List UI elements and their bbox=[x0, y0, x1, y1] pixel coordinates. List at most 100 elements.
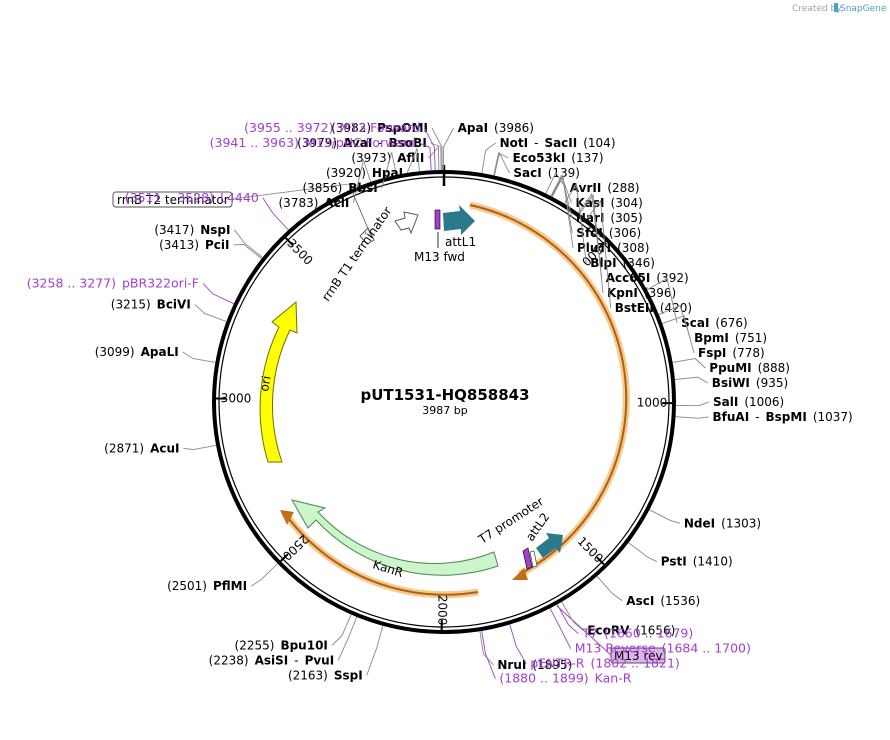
label-ecorv: EcoRV(1656) bbox=[587, 624, 675, 638]
m13rev-box: M13 rev bbox=[556, 605, 666, 664]
label-hpa: (3920)HpaI bbox=[326, 166, 403, 180]
site-acu: (2871)AcuI bbox=[104, 441, 217, 455]
rrnb-t2-leader bbox=[348, 183, 373, 239]
leader-nsp bbox=[234, 229, 263, 258]
m13fwd-feature bbox=[434, 209, 441, 230]
site-bsiw: BsiWI(935) bbox=[674, 376, 788, 390]
ori-label: ori bbox=[257, 375, 273, 393]
label-fsp: FspI(778) bbox=[698, 346, 765, 360]
label-sfo: SfoI(306) bbox=[576, 226, 641, 240]
leader-pci bbox=[233, 243, 262, 259]
label-nsp: (3417)NspI bbox=[154, 223, 230, 237]
site-bfu: BfuAI-BspMI(1037) bbox=[675, 410, 853, 424]
credit: Created by SnapGene bbox=[792, 3, 887, 14]
label-nru: NruI(1895) bbox=[497, 658, 572, 672]
leader-saci bbox=[493, 151, 510, 176]
site-t7: T7(1660 .. 1679) bbox=[556, 604, 693, 641]
tick-label-2000: 2000 bbox=[435, 595, 449, 626]
leader-blp bbox=[563, 182, 587, 264]
label-nar: NarI(305) bbox=[576, 211, 643, 225]
site-nar: NarI(305) bbox=[550, 174, 643, 225]
leader-fsp bbox=[662, 315, 695, 354]
tick-1500 bbox=[596, 556, 605, 566]
track-right-core bbox=[469, 204, 628, 575]
attl1-label: attL1 bbox=[445, 235, 476, 249]
attl2-feature bbox=[536, 533, 563, 558]
site-pci: (3413)PciI bbox=[159, 238, 262, 259]
label-apal: (3099)ApaLI bbox=[95, 345, 179, 359]
site-fsp: FspI(778) bbox=[662, 315, 765, 360]
site-asc: AscI(1536) bbox=[596, 576, 700, 608]
site-asis: (2238)AsiSI-PvuI bbox=[209, 616, 358, 667]
m13fwd-label: M13 fwd bbox=[414, 250, 465, 264]
primer-sites: (3955 .. 3972)M13 Forward(3941 .. 3963)M… bbox=[27, 120, 751, 686]
leader-eco53 bbox=[493, 152, 509, 176]
leader-ppu bbox=[672, 358, 706, 369]
leader-bst bbox=[586, 199, 612, 309]
rrnb-t2-text: rrnB T2 terminator bbox=[117, 193, 229, 207]
credit-prefix: Created by bbox=[792, 4, 842, 14]
leader-afl bbox=[428, 145, 440, 171]
label-bci: (3215)BciVI bbox=[111, 297, 191, 311]
label-psp: (3982)PspOMI bbox=[331, 121, 428, 135]
site-eco53: Eco53kI(137) bbox=[493, 151, 604, 176]
label-sal: SalI(1006) bbox=[713, 395, 784, 409]
track-right-arrow bbox=[512, 568, 528, 580]
site-saci: SacI(139) bbox=[493, 151, 580, 180]
site-plu: PluTI(308) bbox=[551, 175, 649, 255]
plasmid-name: pUT1531-HQ858843 bbox=[360, 386, 529, 404]
label-kanr_p: (1880 .. 1899)Kan-R bbox=[499, 671, 631, 686]
label-eco53: Eco53kI(137) bbox=[513, 151, 604, 165]
site-hpa: (3920)HpaI bbox=[326, 148, 420, 180]
m13rev-box-text: M13 rev bbox=[614, 649, 663, 663]
rrnb-t2-box: rrnB T2 terminator bbox=[112, 183, 350, 208]
site-pbr: (3258 .. 3277)pBR322ori-F bbox=[27, 276, 235, 305]
leader-plu bbox=[551, 175, 574, 249]
leader-nru bbox=[479, 631, 494, 666]
plasmid-size: 3987 bp bbox=[422, 404, 467, 417]
label-m13rev: M13 Reverse(1684 .. 1700) bbox=[575, 641, 751, 656]
label-asc: AscI(1536) bbox=[626, 594, 700, 608]
label-t7: T7(1660 .. 1679) bbox=[581, 626, 693, 641]
leader-kpn bbox=[579, 193, 604, 294]
rrnb-t1-label: rrnB T1 terminator bbox=[319, 204, 395, 304]
label-pst: PstI(1410) bbox=[661, 555, 733, 569]
site-l4440: (3511 .. 3528)L4440 bbox=[125, 190, 289, 231]
site-apal: (3099)ApaLI bbox=[95, 345, 216, 363]
site-m13rev: M13 Reverse(1684 .. 1700) bbox=[549, 608, 751, 656]
site-ssp: (2163)SspI bbox=[288, 625, 384, 682]
leader-bci bbox=[194, 304, 227, 322]
leader-nde bbox=[649, 509, 681, 524]
leader-sal bbox=[675, 401, 710, 407]
site-ecorv: EcoRV(1656) bbox=[561, 601, 675, 638]
rrnb-t1-feature bbox=[394, 211, 419, 235]
leader-hpa bbox=[406, 148, 420, 174]
leader-acl bbox=[352, 158, 372, 204]
tick-2500 bbox=[280, 553, 289, 562]
track-bottom-arrow bbox=[280, 510, 294, 525]
label-asis: (2238)AsiSI-PvuI bbox=[209, 653, 335, 667]
label-avai: (3979)AvaI-BsoBI bbox=[297, 136, 427, 150]
leader-acu bbox=[183, 444, 217, 451]
label-pentr: pENTR-R(1802 .. 1821) bbox=[530, 656, 679, 671]
leader-m13rev bbox=[549, 608, 572, 649]
leader-pentr bbox=[509, 624, 527, 664]
label-bbs: (3856)BbsI bbox=[302, 181, 377, 195]
track-bottom-core bbox=[285, 514, 479, 596]
snapgene-logo-icon bbox=[834, 3, 838, 12]
site-nsp: (3417)NspI bbox=[154, 223, 263, 258]
attl1-feature bbox=[443, 205, 475, 235]
site-ppu: PpuMI(888) bbox=[672, 358, 790, 375]
leader-l4440 bbox=[262, 197, 289, 231]
site-acl: (3783)AclI bbox=[279, 158, 372, 210]
site-bst: BstEII(420) bbox=[586, 199, 692, 315]
rrnb-t2-feature bbox=[359, 227, 375, 245]
leader-not bbox=[481, 142, 496, 174]
leader-psp bbox=[431, 127, 443, 171]
leader-ssp bbox=[366, 625, 384, 676]
site-sal: SalI(1006) bbox=[675, 395, 784, 409]
leader-pfl bbox=[250, 563, 278, 587]
label-not: NotI-SacII(104) bbox=[500, 136, 616, 150]
